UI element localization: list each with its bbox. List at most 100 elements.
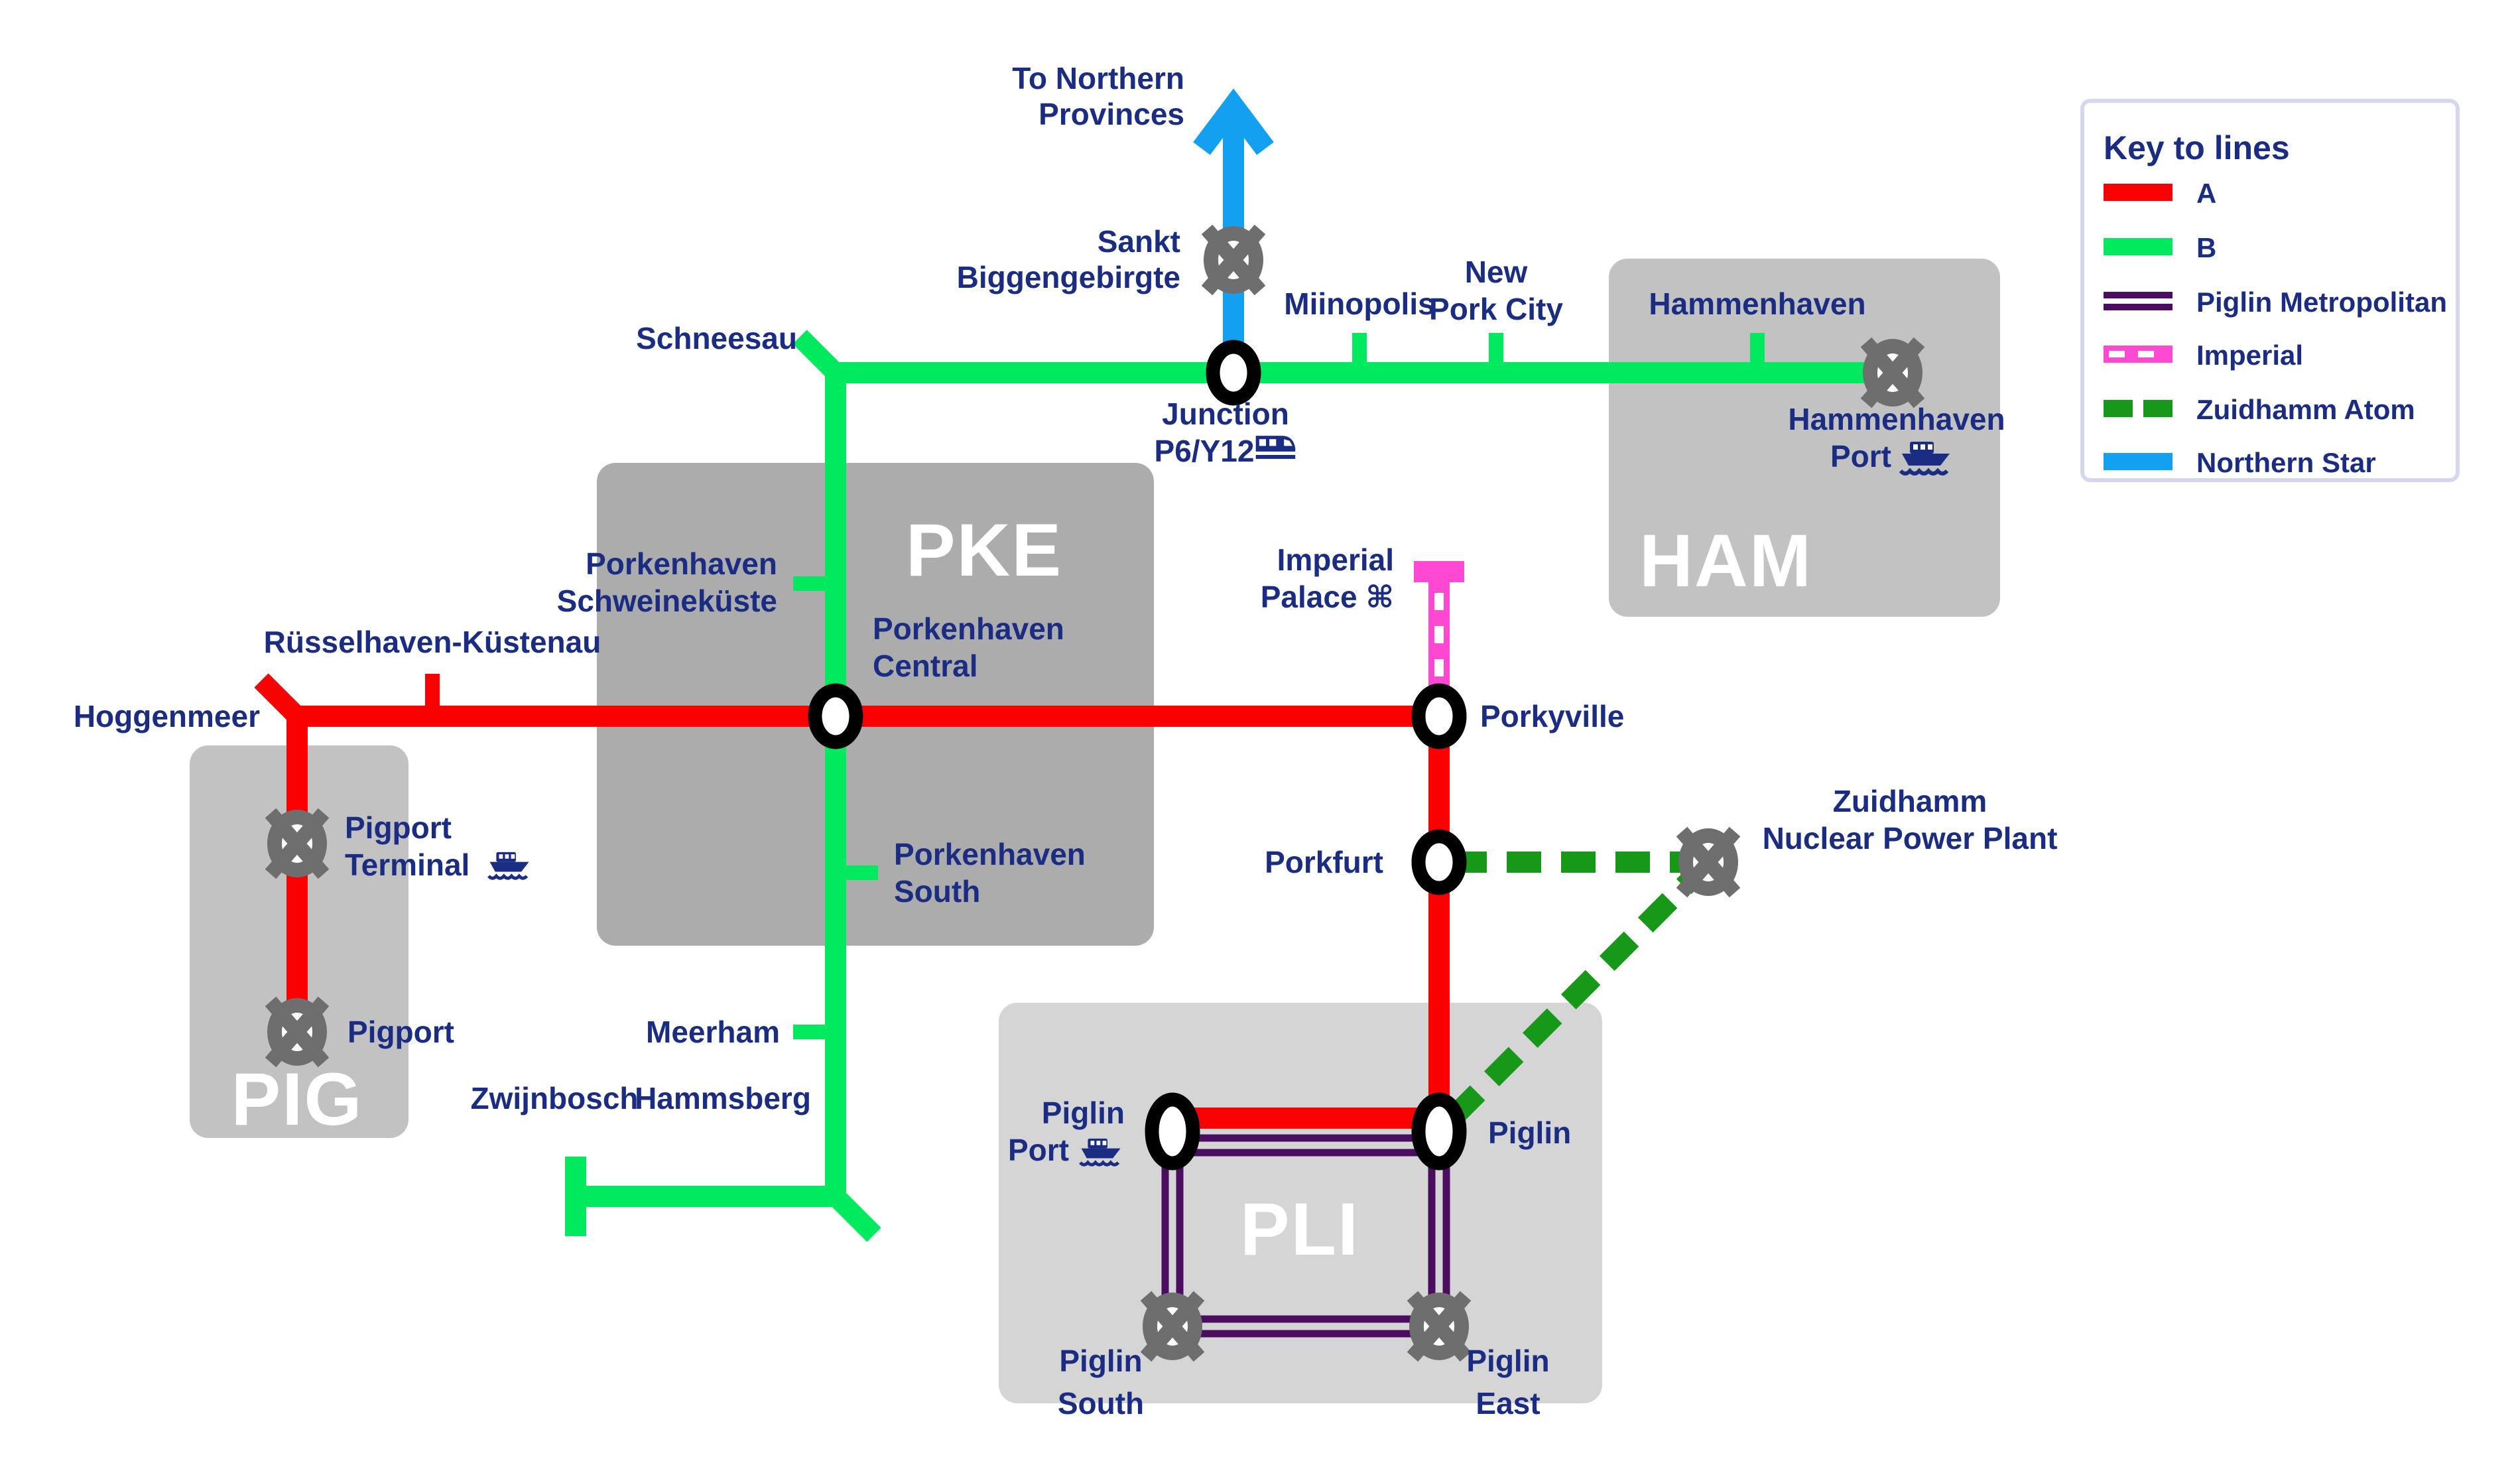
label-new-pork-city: New Pork City [1429,255,1563,326]
label-to-northern-provinces: To Northern Provinces [1012,61,1184,131]
label-hoggenmeer: Hoggenmeer [74,699,260,733]
svg-text:Zuidhamm: Zuidhamm [1833,784,1987,818]
corner-tick-hammsberg [828,1189,881,1242]
legend-title: Key to lines [2104,129,2290,166]
legend-box [2080,99,2460,482]
interchange-icon-piglin-south [1146,1296,1199,1357]
svg-text:Imperial: Imperial [1277,542,1394,577]
zone-code-pke: PKE [906,509,1062,592]
label-pigport-terminal: Pigport Terminal [345,810,529,882]
svg-text:Junction: Junction [1162,397,1289,431]
svg-text:Piglin: Piglin [1466,1344,1549,1378]
label-porkfurt: Porkfurt [1265,845,1383,879]
label-porkyville: Porkyville [1480,699,1624,733]
label-hammenhaven: Hammenhaven [1649,286,1865,321]
svg-text:Central: Central [873,649,977,683]
legend-swatch-piglin-met-1 [2104,292,2173,298]
svg-text:Nuclear Power Plant: Nuclear Power Plant [1763,821,2058,856]
corner-tick-schneesau [792,330,843,380]
label-porkenhaven-south: Porkenhaven South [894,837,1086,909]
svg-text:Hammenhaven: Hammenhaven [1788,402,2005,436]
label-piglin-east: Piglin East [1466,1344,1549,1421]
svg-text:Port: Port [1830,439,1891,474]
station-porkfurt [1411,829,1467,895]
label-porkenhaven-schweinekueste: Porkenhaven Schweineküste [557,546,777,618]
terminus-bar-zwijnbosch [565,1157,586,1236]
svg-text:Piglin: Piglin [1042,1096,1125,1130]
svg-text:South: South [894,874,980,909]
label-meerham: Meerham [646,1015,780,1049]
station-piglin [1411,1092,1467,1171]
legend-swatch-piglin-met-2 [2104,304,2173,310]
svg-text:Terminal: Terminal [345,848,470,882]
station-porkenhaven-central [808,683,863,749]
legend-swatch-line-b [2104,238,2173,255]
ferry-icon-pigport-terminal [489,852,529,878]
legend-swatch-line-a [2104,184,2173,201]
zone-code-pig: PIG [231,1058,363,1141]
label-zuidhamm-nuclear-power-plant: Zuidhamm Nuclear Power Plant [1763,784,2058,856]
interchange-icon-pigport-terminal [271,813,324,874]
national-rail-train-icon [1255,436,1296,459]
label-piglin: Piglin [1488,1115,1571,1150]
svg-text:Pork City: Pork City [1429,292,1563,326]
svg-text:Sankt: Sankt [1098,224,1180,259]
terminus-bar-imperial-palace [1414,561,1464,582]
station-junction-p6-y12 [1206,340,1261,406]
zone-code-pli: PLI [1240,1188,1359,1271]
station-piglin-port [1145,1092,1200,1171]
svg-text:Piglin: Piglin [1059,1344,1142,1378]
legend-swatch-imperial-dash-1 [2109,351,2125,357]
svg-text:New: New [1465,255,1528,289]
zone-box-pke [597,463,1154,946]
legend-label-piglin-met: Piglin Metropolitan [2196,286,2447,318]
label-schneesau: Schneesau [636,321,797,355]
legend-swatch-zuidhamm-2 [2143,400,2173,417]
legend-key-to-lines: Key to lines A B Piglin Metropolitan Imp… [2080,99,2460,482]
svg-text:Porkenhaven: Porkenhaven [894,837,1086,871]
legend-swatch-zuidhamm-1 [2104,400,2133,417]
legend-swatch-imperial-dash-2 [2138,351,2154,357]
zone-code-ham: HAM [1639,519,1812,602]
interchange-icon-hammenhaven-port [1866,342,1919,403]
label-sankt-biggengebirgte: Sankt Biggengebirgte [957,224,1180,294]
legend-label-northern-star: Northern Star [2196,447,2376,478]
interchange-icon-sankt-biggengebirgte [1207,229,1260,290]
line-zuidhamm-atom-diagonal [1431,854,1716,1139]
svg-text:P6/Y12: P6/Y12 [1155,434,1255,468]
label-pigport: Pigport [347,1015,454,1049]
svg-text:Palace ⌘: Palace ⌘ [1261,580,1394,614]
svg-text:Port: Port [1008,1133,1069,1167]
svg-text:Pigport: Pigport [345,810,452,845]
station-porkyville [1411,683,1467,749]
direction-label-line1: To Northern [1012,61,1184,95]
legend-label-imperial: Imperial [2196,340,2303,371]
northern-star-arrow-icon [1193,88,1274,155]
label-hammsberg: Hammsberg [635,1081,811,1115]
legend-label-line-b: B [2196,232,2216,263]
direction-label-line2: Provinces [1039,97,1184,131]
line-b [576,362,1893,1207]
svg-text:Porkenhaven: Porkenhaven [586,546,777,581]
label-imperial-palace: Imperial Palace ⌘ [1261,542,1394,614]
label-piglin-port: Piglin Port [1008,1096,1125,1167]
svg-text:Schweineküste: Schweineküste [557,584,777,618]
label-hammenhaven-port: Hammenhaven Port [1788,402,2005,474]
interchange-icon-pigport [271,1001,324,1062]
corner-tick-hoggenmeer [254,673,304,724]
label-zwijnbosch: Zwijnbosch [471,1081,639,1115]
label-junction-p6-y12: Junction P6/Y12 [1155,397,1296,468]
legend-label-line-a: A [2196,178,2216,209]
svg-text:Porkenhaven: Porkenhaven [873,611,1064,646]
label-porkenhaven-central: Porkenhaven Central [873,611,1064,683]
svg-text:Biggengebirgte: Biggengebirgte [957,260,1180,294]
interchange-icon-zuidhamm-npp [1682,832,1735,893]
label-miinopolis: Miinopolis [1284,286,1434,321]
label-ruesselhaven-kuestenau: Rüsselhaven-Küstenau [264,625,601,659]
interchange-icon-piglin-east [1413,1296,1466,1357]
svg-text:East: East [1476,1386,1540,1421]
svg-text:South: South [1058,1386,1144,1421]
legend-label-zuidhamm: Zuidhamm Atom [2196,394,2415,425]
